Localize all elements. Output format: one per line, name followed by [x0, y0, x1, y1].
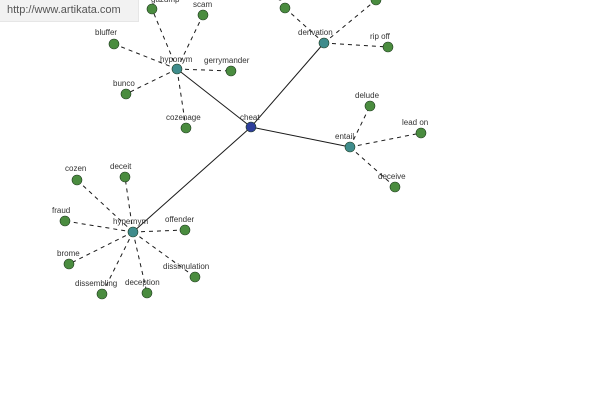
edge-hypernym-deception	[132, 231, 148, 294]
leaf-node-beguile[interactable]	[279, 2, 291, 14]
leaf-label-beguile[interactable]: beguile	[269, 0, 295, 1]
edge-derivation-fiddler	[323, 0, 377, 44]
relation-label-entail[interactable]: entail	[335, 132, 354, 141]
edge-hypernym-offender	[132, 229, 186, 233]
leaf-label-scam[interactable]: scam	[193, 0, 212, 9]
edge-entail-lead-on	[349, 132, 422, 148]
edge-center-derivation	[250, 42, 325, 128]
leaf-label-bluffer[interactable]: bluffer	[95, 28, 117, 37]
edge-center-entail	[250, 126, 351, 148]
leaf-label-gerrymander[interactable]: gerrymander	[204, 56, 250, 65]
leaf-node-gazump[interactable]	[146, 3, 158, 15]
leaf-node-deceive[interactable]	[389, 181, 401, 193]
center-label-cheat[interactable]: cheat	[240, 113, 260, 122]
leaf-label-dissimulation[interactable]: dissimulation	[163, 262, 209, 271]
leaf-node-rip-off[interactable]	[382, 41, 394, 53]
leaf-node-offender[interactable]	[179, 224, 191, 236]
leaf-node-dissembling[interactable]	[96, 288, 108, 300]
relation-node-entail[interactable]	[344, 141, 356, 153]
leaf-label-gazump[interactable]: gazump	[151, 0, 180, 4]
nodes-layer	[59, 0, 427, 300]
leaf-label-bunco[interactable]: bunco	[113, 79, 135, 88]
relation-label-hyponym[interactable]: hyponym	[160, 55, 193, 64]
edge-center-hypernym	[132, 126, 252, 233]
leaf-node-brome[interactable]	[63, 258, 75, 270]
edge-derivation-rip-off	[323, 42, 389, 48]
edges-layer	[64, 0, 422, 295]
leaf-node-deception[interactable]	[141, 287, 153, 299]
leaf-node-gerrymander[interactable]	[225, 65, 237, 77]
edge-hyponym-scam	[176, 14, 204, 70]
leaf-label-lead-on[interactable]: lead on	[402, 118, 428, 127]
leaf-node-fraud[interactable]	[59, 215, 71, 227]
leaf-label-fraud[interactable]: fraud	[52, 206, 70, 215]
leaf-node-lead-on[interactable]	[415, 127, 427, 139]
leaf-node-bunco[interactable]	[120, 88, 132, 100]
leaf-label-deception[interactable]: deception	[125, 278, 160, 287]
leaf-node-deceit[interactable]	[119, 171, 131, 183]
leaf-label-delude[interactable]: delude	[355, 91, 380, 100]
leaf-label-rip-off[interactable]: rip off	[370, 32, 391, 41]
edge-hypernym-brome	[68, 231, 134, 265]
leaf-label-deceit[interactable]: deceit	[110, 162, 132, 171]
leaf-node-cozenage[interactable]	[180, 122, 192, 134]
edge-hyponym-bluffer	[113, 43, 178, 70]
leaf-node-delude[interactable]	[364, 100, 376, 112]
leaf-label-offender[interactable]: offender	[165, 215, 195, 224]
edge-hypernym-fraud	[64, 220, 134, 233]
edge-hypernym-deceit	[124, 176, 134, 233]
leaf-label-cozenage[interactable]: cozenage	[166, 113, 201, 122]
url-banner[interactable]: http://www.artikata.com	[0, 0, 139, 22]
edge-hyponym-gazump	[151, 8, 178, 70]
edge-center-hyponym	[176, 68, 252, 128]
leaf-node-scam[interactable]	[197, 9, 209, 21]
leaf-label-dissembling[interactable]: dissembling	[75, 279, 117, 288]
edge-derivation-beguile	[284, 7, 325, 44]
relation-node-hyponym[interactable]	[171, 63, 183, 75]
leaf-label-brome[interactable]: brome	[57, 249, 80, 258]
leaf-node-fiddler[interactable]	[370, 0, 382, 6]
url-text[interactable]: http://www.artikata.com	[7, 4, 121, 16]
relation-node-derivation[interactable]	[318, 37, 330, 49]
labels-layer: gazump scam bluffer gerrymander bunco cozenag…	[52, 0, 428, 288]
edge-entail-deceive	[349, 146, 396, 188]
relation-label-hypernym[interactable]: hypernym	[113, 217, 148, 226]
edge-hyponym-cozenage	[176, 68, 187, 129]
leaf-node-dissimulation[interactable]	[189, 271, 201, 283]
relation-node-hypernym[interactable]	[127, 226, 139, 238]
edge-hyponym-gerrymander	[176, 68, 232, 72]
center-node-cheat[interactable]	[245, 121, 257, 133]
leaf-node-bluffer[interactable]	[108, 38, 120, 50]
leaf-label-cozen[interactable]: cozen	[65, 164, 86, 173]
leaf-label-deceive[interactable]: deceive	[378, 172, 406, 181]
edge-hyponym-bunco	[125, 68, 178, 95]
edge-hypernym-dissembling	[101, 231, 134, 295]
relation-label-derivation[interactable]: derivation	[298, 28, 333, 37]
leaf-node-cozen[interactable]	[71, 174, 83, 186]
